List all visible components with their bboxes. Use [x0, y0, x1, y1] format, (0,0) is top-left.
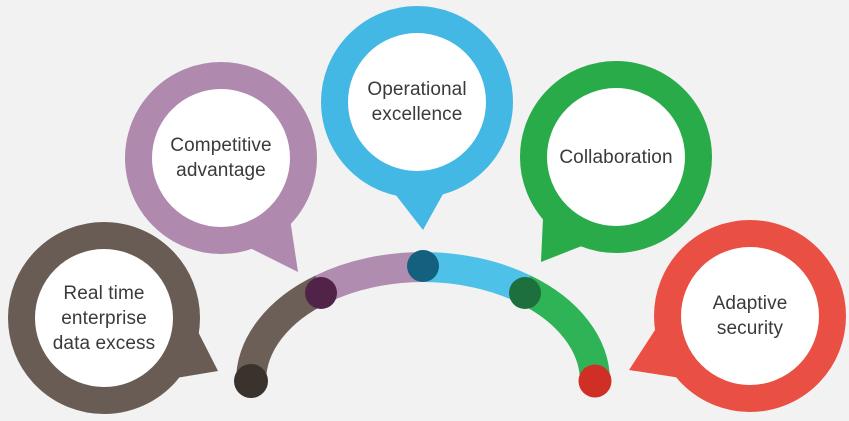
bubble-ring — [125, 62, 317, 254]
bubble-ring — [520, 61, 712, 253]
bubble-label-collaboration: Collaboration — [559, 146, 673, 168]
bubble-label-adaptive-security: Adaptive security — [712, 293, 788, 339]
arc-dot-collaboration — [509, 277, 541, 309]
arc-dot-real-time — [234, 364, 268, 398]
bubble-label-competitive-advantage: Competitive advantage — [170, 135, 272, 181]
bubble-adaptive-security — [629, 220, 846, 412]
arc-dots — [234, 250, 612, 398]
bubble-label-operational-excellence: Operational excellence — [367, 79, 467, 125]
bubble-competitive-advantage — [125, 62, 317, 272]
bubble-ring — [8, 222, 200, 414]
arc-dot-operational — [407, 250, 439, 282]
bubble-ring — [654, 220, 846, 412]
arc-dot-competitive — [305, 277, 337, 309]
bubble-collaboration — [520, 61, 712, 262]
bubble-operational-excellence — [321, 6, 513, 230]
bubble-label-real-time-enterprise-data-excess: Real time enterprise data excess — [52, 282, 156, 354]
bubble-real-time-enterprise-data-excess — [8, 222, 218, 414]
bubble-ring — [321, 6, 513, 198]
arc-dot-adaptive — [578, 364, 612, 398]
